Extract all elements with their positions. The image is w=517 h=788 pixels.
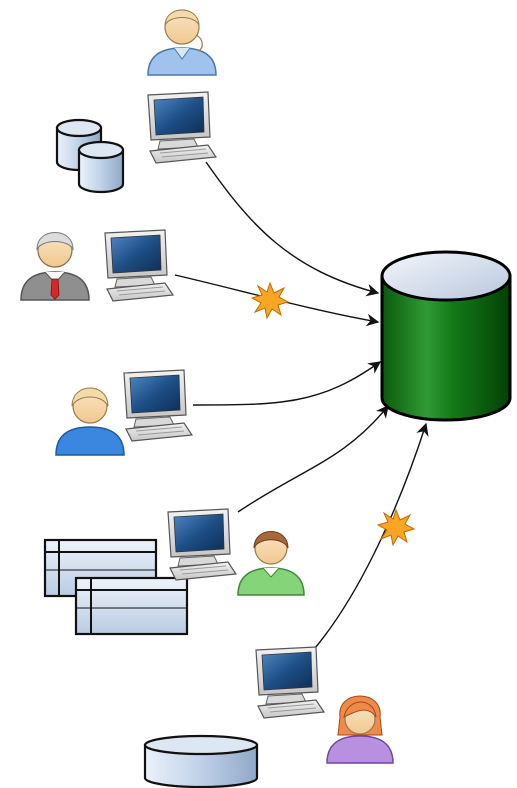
source-group-top bbox=[55, 9, 218, 194]
explosion-icon bbox=[376, 508, 416, 547]
businessman-icon bbox=[20, 232, 90, 301]
central-database-icon bbox=[380, 250, 512, 422]
explosion-icon bbox=[250, 281, 290, 320]
user-icon bbox=[147, 9, 217, 76]
user-icon bbox=[55, 387, 125, 456]
computer-icon bbox=[104, 229, 175, 302]
database-icon bbox=[143, 734, 259, 788]
database-icon bbox=[55, 118, 125, 194]
connectors bbox=[174, 161, 429, 649]
user-icon bbox=[326, 695, 394, 764]
table-icon bbox=[74, 576, 189, 636]
user-icon bbox=[237, 531, 305, 596]
source-group-bottom bbox=[143, 646, 394, 788]
source-group-upper-middle bbox=[20, 229, 175, 302]
computer-icon bbox=[147, 91, 218, 164]
source-group-middle bbox=[55, 369, 194, 456]
connector-bottom bbox=[314, 422, 429, 649]
connector-top bbox=[205, 161, 380, 297]
source-group-lower-middle bbox=[43, 508, 305, 636]
computer-icon bbox=[123, 369, 194, 442]
connector-lower-middle bbox=[237, 405, 389, 513]
computer-icon bbox=[167, 508, 238, 581]
connector-middle bbox=[192, 361, 382, 406]
computer-icon bbox=[255, 646, 326, 719]
